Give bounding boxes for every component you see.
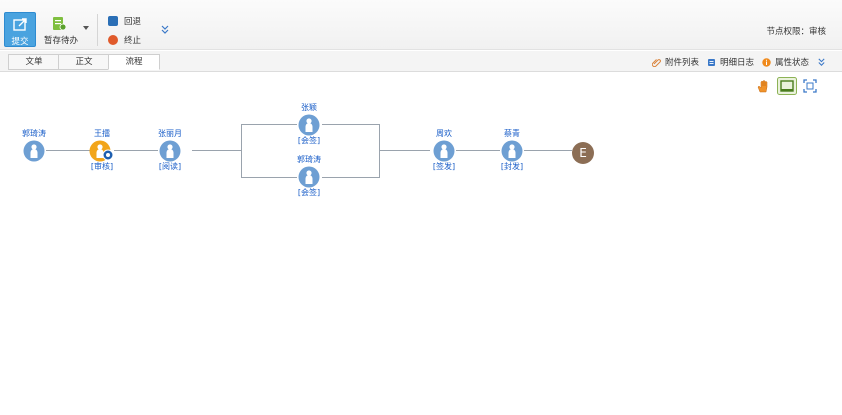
flow-node-current[interactable]: 王擂 [审核] xyxy=(62,129,142,172)
branch-connector xyxy=(241,177,297,178)
back-icon xyxy=(108,16,118,26)
detail-log-link[interactable]: 明细日志 xyxy=(707,56,754,68)
hand-pan-icon[interactable] xyxy=(756,79,770,93)
node-permission: 节点权限：审核 xyxy=(766,27,826,37)
fullscreen-icon[interactable] xyxy=(803,79,817,93)
toolbar: 提交 暂存待办 回退 终止 节点权限：审核 xyxy=(0,0,842,50)
flow-node-start[interactable]: 郭琦涛 xyxy=(0,129,74,162)
branch-connector xyxy=(241,124,297,125)
flow-connector xyxy=(456,150,500,151)
tab-document-sheet[interactable]: 文单 xyxy=(8,54,60,70)
flow-connector xyxy=(46,150,90,151)
stop-label: 终止 xyxy=(124,36,142,46)
save-label: 暂存待办 xyxy=(43,36,78,46)
attachments-link[interactable]: 附件列表 xyxy=(651,56,699,68)
node-name: 蔡青 xyxy=(504,129,520,138)
node-name: 王擂 xyxy=(94,129,110,138)
node-name: 周欢 xyxy=(436,129,452,138)
workflow-canvas: 郭琦涛 王擂 [审核] 张丽月 [阅读] 张颖 xyxy=(0,73,842,415)
person-current-icon xyxy=(89,140,114,162)
flow-node-branch-bottom[interactable]: 郭琦涛 [会签] xyxy=(269,155,349,198)
person-icon xyxy=(433,140,455,162)
flow-connector xyxy=(380,150,430,151)
right-links: 附件列表 明细日志 属性状态 xyxy=(651,56,826,68)
node-role: [签发] xyxy=(432,162,456,171)
person-icon xyxy=(298,166,320,188)
person-icon xyxy=(23,140,45,162)
submit-icon xyxy=(13,18,27,31)
person-icon xyxy=(501,140,523,162)
branch-connector xyxy=(322,124,380,125)
node-role: [阅读] xyxy=(158,162,182,171)
node-name: 张丽月 xyxy=(158,129,182,138)
flow-node[interactable]: 周欢 [签发] xyxy=(404,129,484,172)
save-pending-button[interactable]: 暂存待办 xyxy=(40,12,82,47)
stop-icon xyxy=(108,35,118,45)
properties-label: 属性状态 xyxy=(774,58,809,68)
node-name: 郭琦涛 xyxy=(297,155,321,164)
flow-node-branch-top[interactable]: 张颖 [会签] xyxy=(269,103,349,146)
caret-down-icon[interactable] xyxy=(82,24,90,32)
person-icon xyxy=(159,140,181,162)
properties-link[interactable]: 属性状态 xyxy=(762,56,809,68)
double-chevron-down-icon[interactable] xyxy=(160,25,170,35)
branch-connector xyxy=(322,177,380,178)
node-role: [会签] xyxy=(297,188,321,197)
toolbar-divider xyxy=(97,14,98,46)
tab-bar: 文单 正文 流程 附件列表 明细日志 属性状态 xyxy=(0,51,842,72)
log-icon xyxy=(707,58,715,66)
tab-body[interactable]: 正文 xyxy=(58,54,110,70)
submit-button[interactable]: 提交 xyxy=(4,12,36,47)
tab-workflow[interactable]: 流程 xyxy=(108,54,160,70)
flow-node[interactable]: 蔡青 [封发] xyxy=(472,129,552,172)
info-icon xyxy=(762,57,771,67)
branch-connector xyxy=(379,124,380,177)
flow-connector xyxy=(192,150,242,151)
back-label: 回退 xyxy=(124,17,142,27)
submit-label: 提交 xyxy=(11,37,29,47)
branch-connector xyxy=(241,124,242,177)
node-name: 张颖 xyxy=(301,103,317,112)
person-icon xyxy=(298,114,320,136)
attachments-label: 附件列表 xyxy=(664,58,699,68)
detail-log-label: 明细日志 xyxy=(719,58,754,68)
flow-end-node[interactable]: E xyxy=(572,142,594,164)
paperclip-icon xyxy=(651,58,661,67)
node-role: [会签] xyxy=(297,136,321,145)
fit-window-icon[interactable] xyxy=(777,77,797,95)
flow-node[interactable]: 张丽月 [阅读] xyxy=(130,129,210,172)
flow-connector xyxy=(114,150,158,151)
node-role: [封发] xyxy=(500,162,524,171)
double-chevron-down-icon[interactable] xyxy=(817,58,826,67)
node-name: 郭琦涛 xyxy=(22,129,46,138)
node-role: [审核] xyxy=(90,162,114,171)
flow-connector xyxy=(524,150,572,151)
save-icon xyxy=(53,17,66,31)
